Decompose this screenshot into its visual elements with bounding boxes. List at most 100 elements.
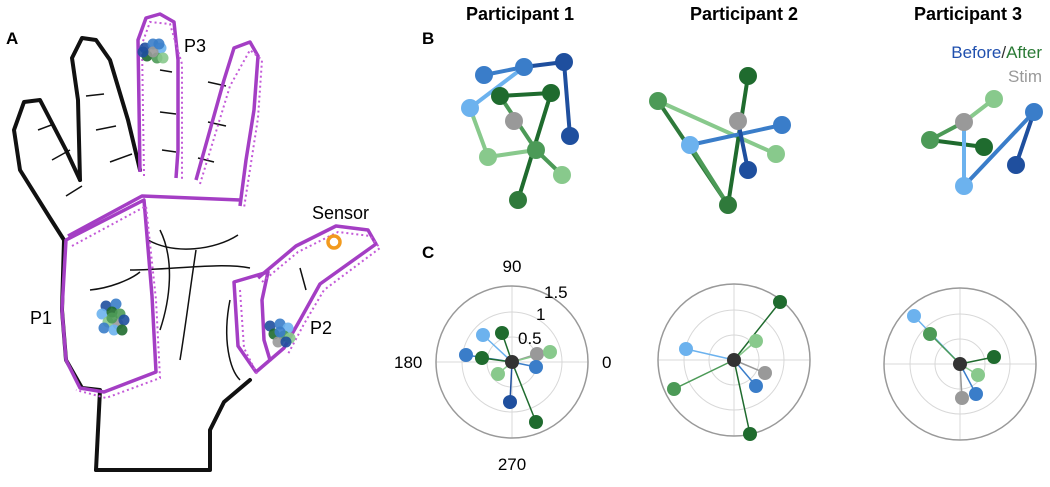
stim-point [729, 112, 747, 130]
legend-after: After [1006, 43, 1042, 62]
before-point [561, 127, 579, 145]
label-sensor: Sensor [312, 203, 369, 223]
before-line [1014, 110, 1036, 167]
vector-point [459, 348, 473, 362]
before-point [475, 66, 493, 84]
before-point [555, 53, 573, 71]
vector-point [491, 367, 505, 381]
polar-outer-ring [883, 287, 1037, 441]
after-point [921, 131, 939, 149]
before-point [1007, 156, 1025, 174]
vector-point [971, 368, 985, 382]
hand-outline [12, 36, 252, 472]
vector-point [495, 326, 509, 340]
vector-line [673, 359, 735, 390]
vector-point [749, 379, 763, 393]
cluster-dot [280, 336, 292, 348]
before-point [1025, 103, 1043, 121]
polar-origin [953, 357, 967, 371]
before-point [955, 177, 973, 195]
cluster-dot [272, 336, 284, 348]
vector-point [987, 350, 1001, 364]
vector-line [733, 359, 751, 435]
panel-a-label: A [6, 29, 18, 48]
polar-participant-2 [657, 283, 811, 441]
before-point [681, 136, 699, 154]
vector-point [503, 395, 517, 409]
before-line [468, 65, 526, 110]
cluster-dot [118, 314, 130, 326]
panel-b-participant-1 [461, 53, 579, 209]
before-point [739, 161, 757, 179]
label-p3: P3 [184, 36, 206, 56]
legend-before-after: Before/After [951, 43, 1042, 62]
after-point [491, 87, 509, 105]
vector-point [543, 345, 557, 359]
cluster-dot [116, 324, 128, 336]
vector-point [476, 328, 490, 342]
vector-point [667, 382, 681, 396]
vector-point [955, 391, 969, 405]
cluster-dot [274, 326, 286, 338]
before-point [773, 116, 791, 134]
vector-point [773, 295, 787, 309]
panel-b-participant-3 [921, 90, 1043, 195]
cluster-p3 [137, 38, 169, 64]
after-point [719, 196, 737, 214]
panel-b-label: B [422, 29, 434, 48]
after-point [509, 191, 527, 209]
legend-stim: Stim [1008, 67, 1042, 86]
panel-c-label: C [422, 243, 434, 262]
after-point [649, 92, 667, 110]
sensor-marker [326, 234, 342, 250]
vector-point [529, 415, 543, 429]
polar-origin [727, 353, 741, 367]
radial-tick-1: 1 [536, 305, 545, 324]
after-point [767, 145, 785, 163]
vector-line [685, 348, 735, 361]
before-point [461, 99, 479, 117]
after-point [542, 84, 560, 102]
title-participant-2: Participant 2 [690, 4, 798, 24]
angle-label-90: 90 [503, 257, 522, 276]
cluster-dot [147, 46, 159, 58]
vector-point [679, 342, 693, 356]
vector-point [530, 347, 544, 361]
polar-participant-1: 90 180 0 270 0.5 1 1.5 [394, 257, 611, 474]
vector-point [743, 427, 757, 441]
after-point [553, 166, 571, 184]
angle-label-0: 0 [602, 353, 611, 372]
vector-point [969, 387, 983, 401]
after-line [726, 74, 750, 207]
after-line [656, 99, 778, 156]
vector-point [923, 327, 937, 341]
stim-point [505, 112, 523, 130]
vector-line [733, 301, 781, 361]
vector-point [475, 351, 489, 365]
vector-point [529, 360, 543, 374]
after-line [688, 143, 730, 207]
panel-b-participant-2 [649, 67, 791, 214]
vector-point [758, 366, 772, 380]
vector-line [929, 333, 961, 365]
stim-point [955, 113, 973, 131]
angle-label-270: 270 [498, 455, 526, 474]
polar-outer-ring [657, 283, 811, 437]
cluster-dot [98, 322, 110, 334]
after-point [975, 138, 993, 156]
vector-line [511, 361, 537, 423]
cluster-dot [137, 46, 149, 58]
before-line [962, 110, 1036, 188]
cluster-dot [106, 312, 118, 324]
angle-label-180: 180 [394, 353, 422, 372]
after-point [985, 90, 1003, 108]
polar-origin [505, 355, 519, 369]
title-participant-1: Participant 1 [466, 4, 574, 24]
legend-slash: / [1001, 43, 1006, 62]
radial-tick-0-5: 0.5 [518, 329, 542, 348]
vector-point [907, 309, 921, 323]
region-outlines-dotted [71, 20, 382, 400]
cluster-dot [157, 52, 169, 64]
vector-point [749, 334, 763, 348]
